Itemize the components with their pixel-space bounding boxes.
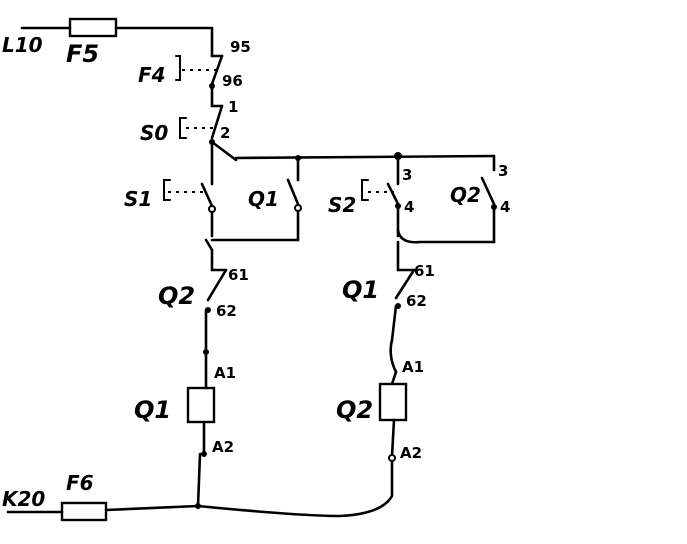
label-l10: L10 bbox=[2, 33, 43, 57]
s0-stop-button bbox=[179, 104, 238, 162]
terminal-q2-4: 4 bbox=[500, 198, 510, 216]
label-q2-contact: Q2 bbox=[450, 183, 481, 207]
label-q2-interlock-left: Q2 bbox=[158, 282, 195, 310]
s2-start-button bbox=[361, 179, 496, 244]
label-q2-coil: Q2 bbox=[336, 396, 373, 424]
label-f4: F4 bbox=[138, 63, 166, 87]
label-f6: F6 bbox=[66, 471, 94, 495]
terminal-right-a1: A1 bbox=[402, 358, 424, 376]
terminal-q2-3: 3 bbox=[498, 162, 508, 180]
label-q1-interlock-right: Q1 bbox=[342, 276, 379, 304]
label-s2: S2 bbox=[328, 193, 356, 217]
label-q1-coil: Q1 bbox=[134, 396, 171, 424]
left-branch bbox=[186, 238, 228, 508]
terminal-left-a1: A1 bbox=[214, 364, 236, 382]
right-branch bbox=[196, 240, 416, 518]
control-bus bbox=[210, 152, 496, 186]
terminal-right-61: 61 bbox=[414, 262, 435, 280]
terminal-f4-96: 96 bbox=[222, 72, 243, 90]
label-f5: F5 bbox=[66, 40, 99, 68]
top-supply-line bbox=[20, 17, 214, 58]
terminal-f4-95: 95 bbox=[230, 38, 251, 56]
bottom-return-line bbox=[6, 501, 201, 522]
fuse-f6 bbox=[60, 501, 108, 522]
label-q1-contact: Q1 bbox=[248, 187, 279, 211]
terminal-left-62: 62 bbox=[216, 302, 237, 320]
terminal-left-61: 61 bbox=[228, 266, 249, 284]
terminal-s2-4: 4 bbox=[404, 198, 414, 216]
label-s0: S0 bbox=[140, 121, 168, 145]
coil-q2 bbox=[378, 382, 408, 422]
terminal-s0-2: 2 bbox=[220, 124, 230, 142]
terminal-right-a2: A2 bbox=[400, 444, 422, 462]
q1-holding-contact bbox=[210, 178, 302, 242]
s1-start-button bbox=[163, 179, 216, 238]
terminal-right-62: 62 bbox=[406, 292, 427, 310]
terminal-left-a2: A2 bbox=[212, 438, 234, 456]
q2-holding-contact bbox=[480, 176, 497, 244]
terminal-s0-1: 1 bbox=[228, 98, 238, 116]
coil-q1 bbox=[186, 386, 216, 424]
fuse-f5 bbox=[68, 17, 118, 38]
f4-nc-contact bbox=[175, 54, 224, 108]
label-s1: S1 bbox=[124, 187, 152, 211]
label-k20: K20 bbox=[2, 487, 45, 511]
terminal-s2-3: 3 bbox=[402, 166, 412, 184]
